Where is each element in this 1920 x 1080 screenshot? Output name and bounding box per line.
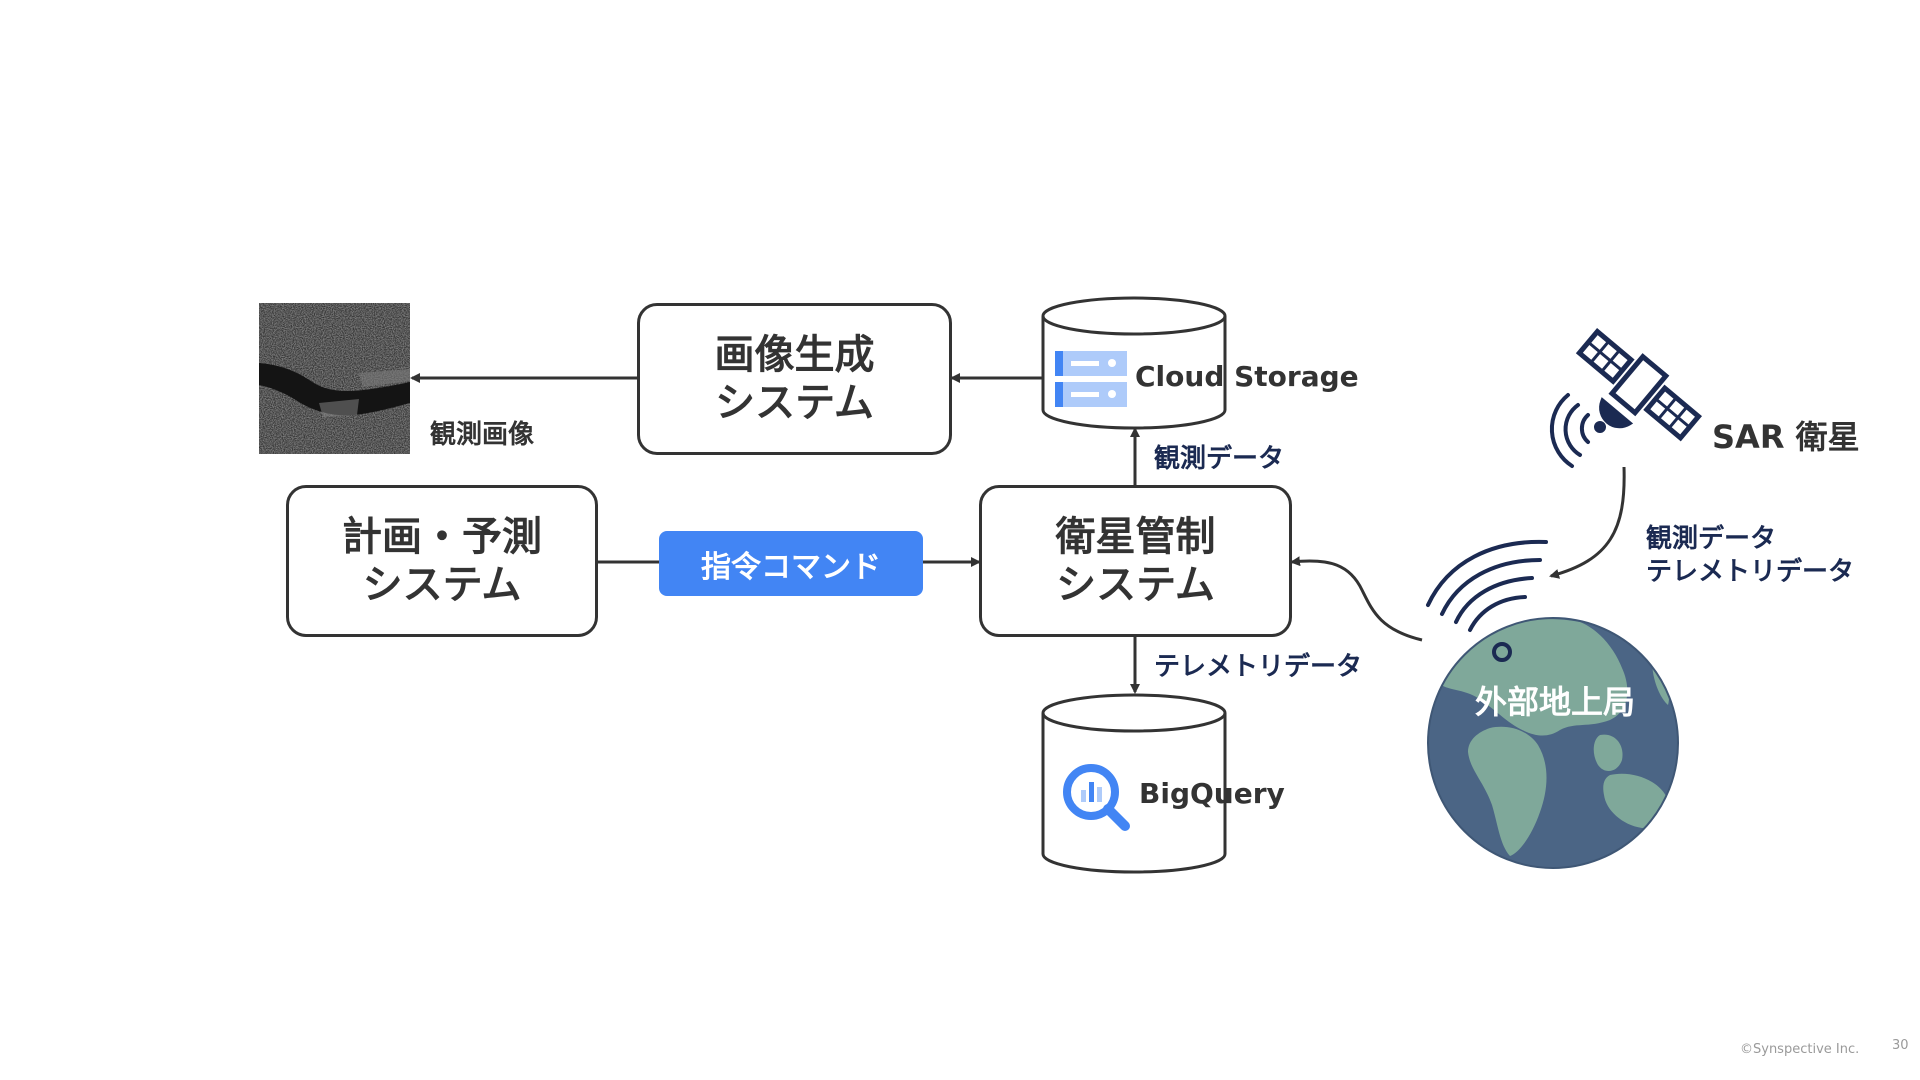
arrow-satellite-to-station	[1549, 466, 1626, 579]
satellite-signal-waves-icon	[1549, 393, 1606, 468]
earth-icon	[1427, 617, 1679, 869]
observation-data-label: 観測データ	[1154, 444, 1285, 474]
bigquery-icon	[1063, 764, 1130, 831]
bigquery-database	[1041, 693, 1227, 874]
satellite-control-system-line1: 衛星管制	[1055, 514, 1216, 560]
image-generation-system-line1: 画像生成	[714, 332, 875, 378]
sar-satellite-label: SAR 衛星	[1712, 418, 1860, 456]
ground-station-label: 外部地上局	[1475, 683, 1636, 721]
planning-prediction-system-line1: 計画・予測	[342, 514, 542, 560]
footer-copyright: ©Synspective Inc.	[1740, 1042, 1860, 1057]
ground-station-signal-icon	[1426, 539, 1548, 662]
footer-page-number: 30	[1892, 1038, 1909, 1053]
satellite-control-system-line2: システム	[1056, 562, 1215, 608]
planning-prediction-system-box: 計画・予測 システム	[286, 485, 598, 637]
sar-observation-image	[259, 303, 410, 454]
cloud-storage-label: Cloud Storage	[1135, 360, 1359, 393]
cloud-storage-icon	[1055, 351, 1127, 407]
observation-image-label: 観測画像	[430, 420, 535, 450]
arrow-station-to-control	[1290, 556, 1423, 642]
satellite-icon	[1575, 328, 1703, 442]
satellite-link-label-line2: テレメトリデータ	[1646, 557, 1855, 587]
bigquery-label: BigQuery	[1139, 777, 1285, 810]
satellite-control-system-box: 衛星管制 システム	[979, 485, 1292, 637]
planning-prediction-system-line2: システム	[362, 562, 522, 608]
telemetry-data-label: テレメトリデータ	[1154, 652, 1363, 682]
image-generation-system-box: 画像生成 システム	[637, 303, 952, 455]
image-generation-system-line2: システム	[715, 380, 874, 426]
satellite-link-label-line1: 観測データ	[1646, 524, 1777, 554]
command-button[interactable]: 指令コマンド	[659, 531, 923, 596]
